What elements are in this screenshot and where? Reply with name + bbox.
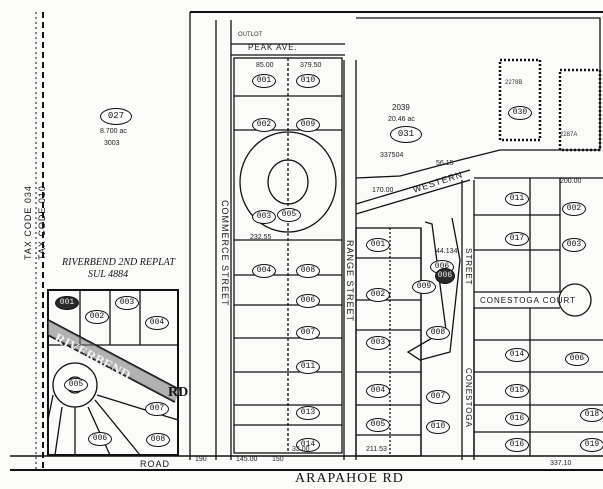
conestoga-street-label: CONESTOGA (464, 368, 473, 428)
parcel-west-004[interactable]: 004 (145, 316, 169, 330)
parcel-030[interactable]: 030 (508, 106, 532, 120)
parcel-west-003[interactable]: 003 (115, 296, 139, 310)
parcel-center-007[interactable]: 007 (296, 326, 320, 340)
parcel-center-009[interactable]: 009 (296, 118, 320, 132)
parcel-west-002[interactable]: 002 (85, 310, 109, 324)
parcel-east-004[interactable]: 004 (366, 384, 390, 398)
parcel-031-area: 337504 (380, 152, 404, 159)
parcel-031[interactable]: 031 (390, 126, 422, 143)
parcel-center-008[interactable]: 008 (296, 264, 320, 278)
parcel-center-014[interactable]: 014 (296, 438, 320, 452)
road-label: ROAD (140, 459, 171, 469)
tax-code-010-label: TAX CODE 010 (37, 185, 47, 260)
parcel-east-003b[interactable]: 003 (562, 238, 586, 252)
dim-232-55: 232.55 (250, 234, 272, 241)
dim-145: 145.00 (236, 456, 258, 463)
subdivision-ref: SUL 4884 (88, 269, 129, 280)
parcel-west-007[interactable]: 007 (145, 402, 169, 416)
conestoga-court-label: CONESTOGA COURT (480, 296, 577, 305)
dim-211-53: 211.53 (366, 446, 387, 453)
parcel-east-009[interactable]: 009 (412, 280, 436, 294)
parcel-east-015[interactable]: 015 (505, 384, 529, 398)
parcel-east-002[interactable]: 002 (366, 288, 390, 302)
outlot-label: OUTLOT (238, 32, 263, 38)
parcel-east-005[interactable]: 005 (366, 418, 390, 432)
commerce-street-label: COMMERCE STREET (220, 200, 230, 307)
dim-56-15: 56.15 (436, 160, 454, 167)
parcel-east-008[interactable]: 008 (426, 326, 450, 340)
parcel-east-016[interactable]: 016 (505, 412, 529, 426)
parcel-west-006[interactable]: 006 (88, 432, 112, 446)
parcel-center-010[interactable]: 010 (296, 74, 320, 88)
parcel-east-007[interactable]: 007 (426, 390, 450, 404)
dim-337-10: 337.10 (550, 460, 572, 467)
dim-190: 190 (195, 456, 207, 463)
parcel-center-006[interactable]: 006 (296, 294, 320, 308)
parcel-2287a-ref: 2287A (560, 132, 578, 138)
parcel-center-003[interactable]: 003 (252, 210, 276, 224)
parcel-center-004[interactable]: 004 (252, 264, 276, 278)
dim-44134: 44.134 (436, 248, 458, 255)
parcel-west-001[interactable]: 001 (55, 296, 79, 310)
parcel-east-001[interactable]: 001 (366, 238, 390, 252)
parcel-east-014[interactable]: 014 (505, 348, 529, 362)
parcel-030-ref: 2278B (505, 80, 523, 86)
riverbend-rd-suffix: RD (168, 385, 189, 400)
parcel-center-011[interactable]: 011 (296, 360, 320, 374)
tax-code-034-label: TAX CODE 034 (23, 185, 33, 260)
arapahoe-road-label: ARAPAHOE RD (295, 471, 404, 486)
parcel-027-ref: 3003 (104, 140, 120, 147)
parcel-east-017[interactable]: 017 (505, 232, 529, 246)
subdivision-name: RIVERBEND 2ND REPLAT (62, 257, 175, 268)
parcel-031-acres: 20.46 ac (388, 116, 415, 123)
parcel-center-002[interactable]: 002 (252, 118, 276, 132)
dim-85: 85.00 (256, 62, 274, 69)
parcel-east-018[interactable]: 018 (580, 408, 603, 422)
street-short-label: STREET (464, 248, 473, 286)
parcel-east-006b[interactable]: 006 (565, 352, 589, 366)
dim-150: 150 (272, 456, 284, 463)
parcel-east-010[interactable]: 010 (426, 420, 450, 434)
parcel-east-019[interactable]: 019 (580, 438, 603, 452)
range-street-label: RANGE STREET (345, 240, 355, 323)
parcel-west-005[interactable]: 005 (64, 378, 88, 392)
parcel-center-001[interactable]: 001 (252, 74, 276, 88)
dim-170: 170.00 (372, 187, 394, 194)
dim-200: 200.00 (560, 178, 582, 185)
peak-ave-label: PEAK AVE. (248, 43, 298, 52)
parcel-center-005[interactable]: 005 (277, 208, 301, 222)
parcel-031-number: 2039 (392, 103, 410, 112)
parcel-027-acres: 8.700 ac (100, 128, 127, 135)
parcel-06[interactable]: 006 (435, 268, 455, 284)
parcel-east-002b[interactable]: 002 (562, 202, 586, 216)
parcel-east-003[interactable]: 003 (366, 336, 390, 350)
parcel-center-013[interactable]: 013 (296, 406, 320, 420)
dim-379-50: 379.50 (300, 62, 322, 69)
dim-33: 33.00 (292, 446, 310, 453)
parcel-west-008[interactable]: 008 (146, 433, 170, 447)
parcel-027[interactable]: 027 (100, 108, 132, 125)
parcel-east-016b[interactable]: 016 (505, 438, 529, 452)
parcel-east-011[interactable]: 011 (505, 192, 529, 206)
